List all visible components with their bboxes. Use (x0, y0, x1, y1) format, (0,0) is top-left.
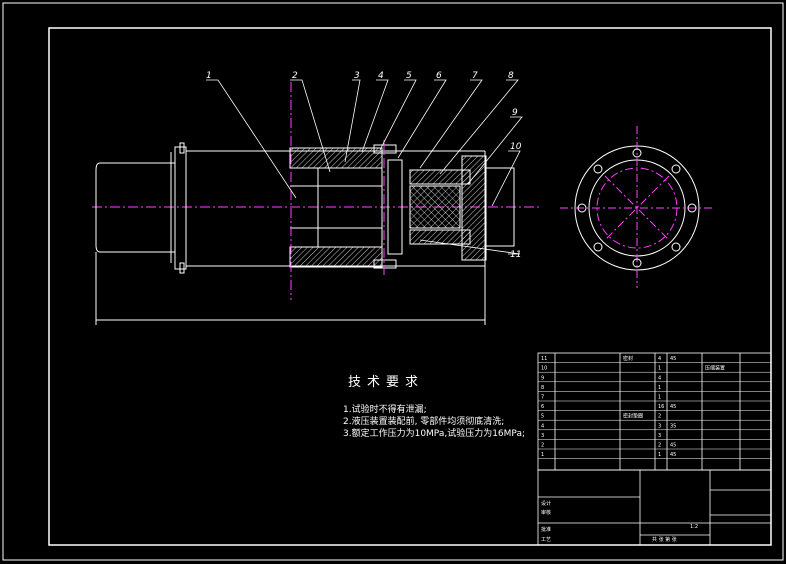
bom-cell: 1 (658, 395, 661, 401)
callout-5: 5 (406, 71, 412, 81)
bom-cell: 1 (658, 385, 661, 391)
callout-7: 7 (472, 71, 478, 81)
bom-cell: 35 (670, 423, 676, 429)
spring-bottom (409, 229, 471, 245)
label-designer: 设计 (541, 500, 551, 507)
bom-cell: 6 (541, 404, 544, 410)
section-view (92, 82, 540, 325)
bom-cell: 10 (541, 366, 547, 372)
bom-cell: 9 (541, 375, 544, 381)
callout-6: 6 (436, 71, 442, 81)
right-cap (461, 155, 487, 261)
callout-leaders (206, 79, 523, 255)
bom-cell: 11 (541, 356, 547, 362)
bom-cell: 3 (541, 433, 544, 439)
title-block-labels: 设计 审核 批准 工艺 1:2 共 张 第 张 (541, 500, 698, 543)
bom-cell: 45 (670, 356, 676, 362)
bom-cell: 4 (658, 375, 661, 381)
bom-cell: 45 (670, 452, 676, 458)
label-checker: 审核 (541, 509, 551, 516)
sleeve-top (289, 147, 383, 169)
bom-cell: 2 (658, 414, 661, 420)
callout-10: 10 (510, 142, 522, 152)
tech-line-1: 1.试验时不得有泄漏; (343, 403, 427, 415)
callout-9: 9 (512, 108, 518, 118)
bom-cell: 16 (658, 404, 664, 410)
callout-11: 11 (510, 250, 521, 260)
bom-cell: 压缩装置 (705, 365, 725, 372)
callout-3: 3 (354, 71, 360, 81)
bom-cell: 1 (541, 452, 544, 458)
inner-frame (48, 27, 772, 546)
sleeve-bottom (289, 246, 383, 268)
callout-1: 1 (206, 71, 212, 81)
title-block (537, 469, 772, 546)
tech-requirements: 技术要求 1.试验时不得有泄漏; 2.液压装置装配前, 零部件均须彻底清洗; 3… (343, 375, 525, 439)
bom-cell: 1 (658, 452, 661, 458)
scale-value: 1:2 (690, 524, 698, 530)
bom-cell: 4 (658, 356, 661, 362)
spring-top (409, 169, 471, 185)
bom-cell: 1 (658, 366, 661, 372)
bom-cell: 2 (541, 443, 544, 449)
bom-cell: 3 (658, 433, 661, 439)
bom-cell: 密封 (623, 355, 633, 362)
bom-cell: 8 (541, 385, 544, 391)
left-flange (174, 146, 187, 270)
bom-cell: 4 (541, 423, 544, 429)
piston-head (387, 159, 403, 255)
sheet-label: 共 张 第 张 (652, 536, 677, 543)
tech-line-3: 3.额定工作压力为10MPa,试验压力为16MPa; (343, 427, 525, 439)
callout-8: 8 (508, 71, 514, 81)
bom-table (537, 352, 772, 471)
rubber-block (409, 185, 461, 229)
bom-cell: 7 (541, 395, 544, 401)
right-extension (485, 167, 515, 247)
bom-cell: 密封垫圈 (623, 413, 643, 420)
label-process: 工艺 (541, 537, 551, 543)
bom-cell: 45 (670, 443, 676, 449)
bom-cell: 3 (658, 423, 661, 429)
bom-cell: 45 (670, 404, 676, 410)
bom-cell: 5 (541, 414, 544, 420)
callout-labels: 1 2 3 4 5 6 7 8 9 10 11 (206, 71, 522, 260)
label-approved: 批准 (541, 526, 551, 533)
tech-title: 技术要求 (348, 375, 424, 390)
pump-body (95, 162, 176, 253)
tech-line-2: 2.液压装置装配前, 零部件均须彻底清洗; (343, 415, 504, 427)
callout-2: 2 (292, 71, 298, 81)
callout-4: 4 (378, 71, 384, 81)
flange-end-view (560, 126, 715, 288)
bom-cell: 2 (658, 443, 661, 449)
